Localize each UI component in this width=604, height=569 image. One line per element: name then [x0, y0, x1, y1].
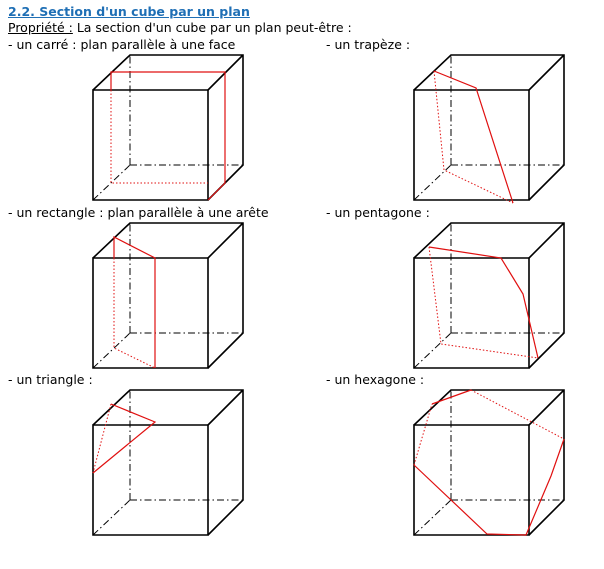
cube-pentagone: [413, 222, 565, 369]
label-carre: - un carré : plan parallèle à une face: [8, 37, 236, 52]
cube-carre: [92, 54, 244, 201]
section-heading: 2.2. Section d'un cube par un plan: [8, 4, 250, 19]
cube-trapeze: [413, 54, 565, 204]
property-text: La section d'un cube par un plan peut-êt…: [72, 20, 352, 35]
cube-rectangle: [92, 222, 244, 369]
cube-hexagone: [413, 389, 565, 536]
label-hexagone: - un hexagone :: [326, 372, 425, 387]
cube-triangle: [92, 389, 244, 536]
property-label: Propriété :: [8, 20, 73, 35]
label-trapeze: - un trapèze :: [326, 37, 411, 52]
label-rectangle: - un rectangle : plan parallèle à une ar…: [8, 205, 269, 220]
label-pentagone: - un pentagone :: [326, 205, 430, 220]
property-statement: Propriété : La section d'un cube par un …: [8, 20, 352, 35]
label-triangle: - un triangle :: [8, 372, 93, 387]
